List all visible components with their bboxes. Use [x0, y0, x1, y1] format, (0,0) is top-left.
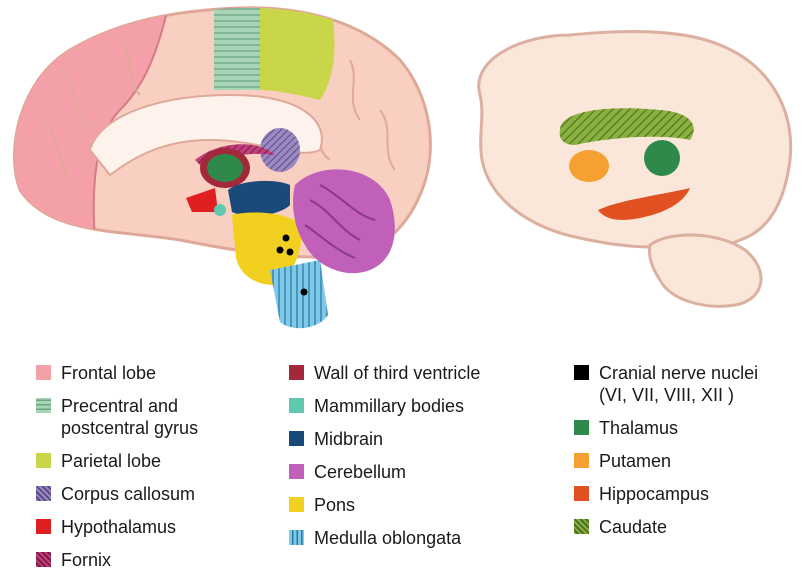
legend-label: Pons	[314, 494, 355, 516]
legend-label: Fornix	[61, 549, 111, 571]
legend-item: Caudate	[574, 516, 758, 538]
legend-column-3: Cranial nerve nuclei (VI, VII, VIII, XII…	[574, 362, 758, 549]
legend-item: Mammillary bodies	[289, 395, 480, 417]
legend-column-2: Wall of third ventricle Mammillary bodie…	[289, 362, 480, 560]
coronal-section	[479, 31, 791, 306]
legend-item: Parietal lobe	[36, 450, 198, 472]
legend-swatch	[574, 365, 589, 380]
legend-swatch	[574, 486, 589, 501]
coronal-cerebellum	[649, 235, 761, 306]
sagittal-brain	[0, 0, 430, 328]
legend-item: Midbrain	[289, 428, 480, 450]
legend-item: Precentral and postcentral gyrus	[36, 395, 198, 439]
legend-label: Cerebellum	[314, 461, 406, 483]
parietal-lobe	[260, 0, 334, 100]
legend-label: Midbrain	[314, 428, 383, 450]
brain-figure	[0, 0, 801, 340]
legend-swatch	[289, 530, 304, 545]
putamen	[569, 150, 609, 182]
legend-swatch	[36, 365, 51, 380]
legend-label: Putamen	[599, 450, 671, 472]
legend-label: Cranial nerve nuclei (VI, VII, VIII, XII…	[599, 362, 758, 406]
legend-item: Fornix	[36, 549, 198, 571]
legend-label: Medulla oblongata	[314, 527, 461, 549]
legend-label: Precentral and postcentral gyrus	[61, 395, 198, 439]
legend-label: Mammillary bodies	[314, 395, 464, 417]
legend-item: Cerebellum	[289, 461, 480, 483]
legend-swatch	[36, 519, 51, 534]
legend-swatch	[574, 453, 589, 468]
legend-swatch	[289, 365, 304, 380]
legend-label: Thalamus	[599, 417, 678, 439]
legend-label: Corpus callosum	[61, 483, 195, 505]
legend-swatch	[574, 420, 589, 435]
legend-swatch	[289, 431, 304, 446]
legend-item: Pons	[289, 494, 480, 516]
precentral-postcentral-gyrus	[214, 0, 260, 90]
legend-swatch	[36, 398, 51, 413]
legend-item: Corpus callosum	[36, 483, 198, 505]
legend-column-1: Frontal lobe Precentral and postcentral …	[36, 362, 198, 582]
medulla-oblongata	[270, 260, 328, 328]
legend-item: Cranial nerve nuclei (VI, VII, VIII, XII…	[574, 362, 758, 406]
legend-label: Parietal lobe	[61, 450, 161, 472]
mammillary-bodies	[214, 204, 226, 216]
legend-label: Hypothalamus	[61, 516, 176, 538]
legend-label: Wall of third ventricle	[314, 362, 480, 384]
legend-swatch	[289, 398, 304, 413]
thalamus-coronal	[644, 140, 680, 176]
legend-item: Medulla oblongata	[289, 527, 480, 549]
legend-swatch	[574, 519, 589, 534]
legend-item: Hippocampus	[574, 483, 758, 505]
legend-swatch	[36, 453, 51, 468]
legend-swatch	[289, 497, 304, 512]
legend-swatch	[36, 552, 51, 567]
legend-item: Putamen	[574, 450, 758, 472]
legend-item: Hypothalamus	[36, 516, 198, 538]
thalamus-sagittal	[207, 154, 243, 182]
midbrain	[228, 181, 290, 216]
legend-item: Wall of third ventricle	[289, 362, 480, 384]
legend-label: Caudate	[599, 516, 667, 538]
legend-swatch	[289, 464, 304, 479]
legend-swatch	[36, 486, 51, 501]
legend-label: Frontal lobe	[61, 362, 156, 384]
legend-item: Thalamus	[574, 417, 758, 439]
legend-label: Hippocampus	[599, 483, 709, 505]
legend-item: Frontal lobe	[36, 362, 198, 384]
